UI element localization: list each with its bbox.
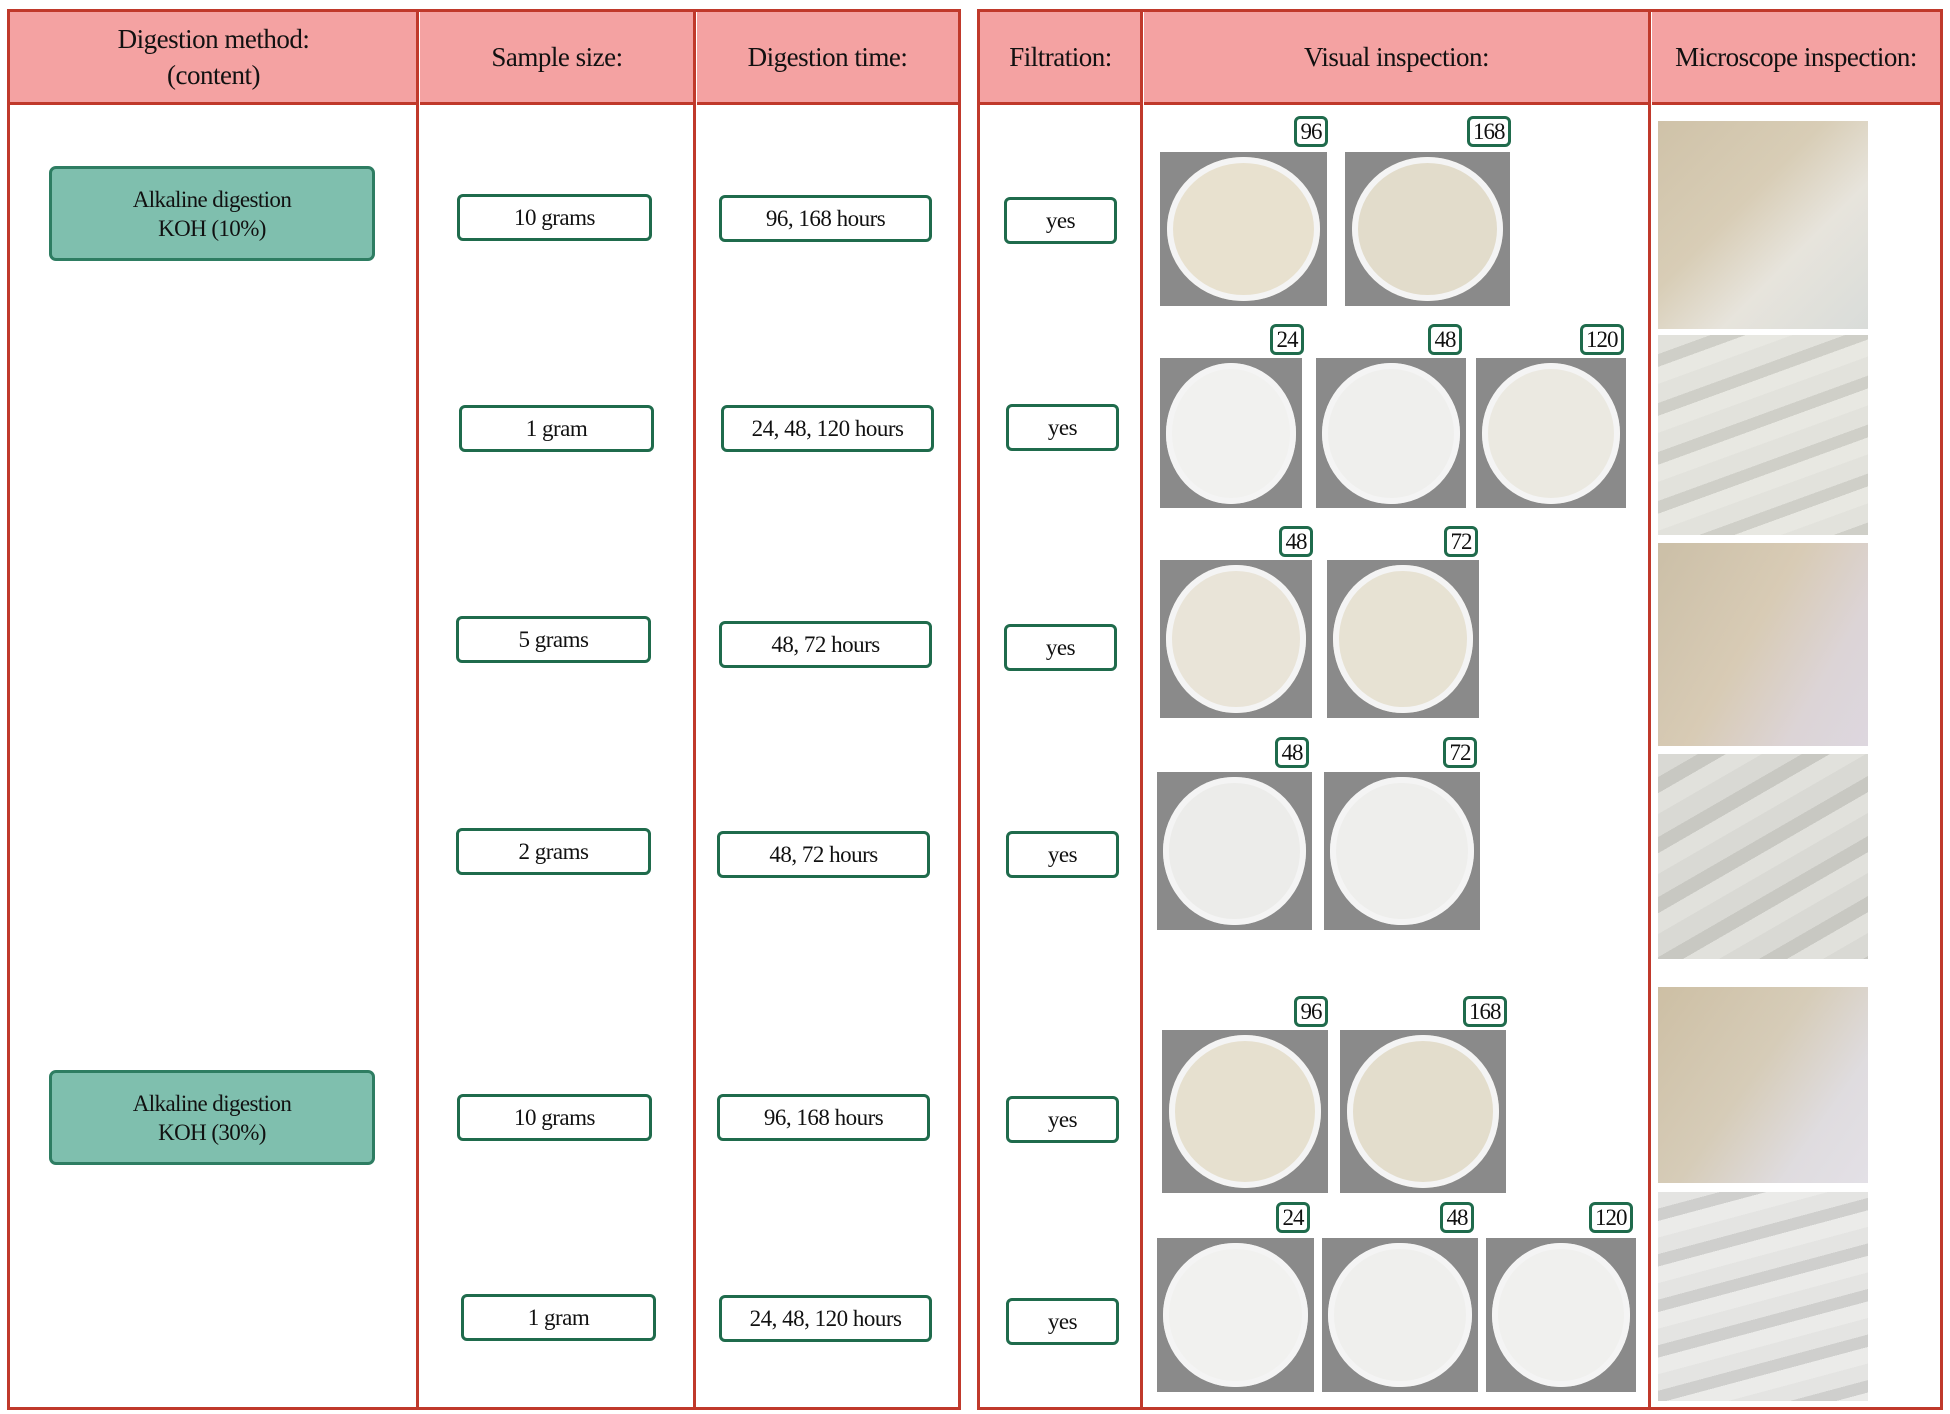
sample-size-pill: 5 grams — [456, 616, 651, 663]
header-digestion-time: Digestion time: — [697, 12, 958, 105]
left-divider-2 — [693, 12, 696, 1407]
header-visual-inspection: Visual inspection: — [1144, 12, 1649, 105]
filtration-pill: yes — [1006, 831, 1119, 878]
sample-size-pill: 10 grams — [457, 1094, 652, 1141]
filtration-pill: yes — [1006, 1096, 1119, 1143]
time-tag: 72 — [1443, 737, 1477, 768]
microscope-image — [1658, 987, 1868, 1183]
filter-photo — [1340, 1030, 1506, 1193]
left-divider-1 — [416, 12, 419, 1407]
time-tag: 96 — [1294, 116, 1328, 147]
time-tag: 120 — [1580, 324, 1624, 355]
header-method-line1: Digestion method: — [117, 24, 310, 54]
method-line1: Alkaline digestion — [132, 186, 292, 212]
digestion-time-pill: 96, 168 hours — [717, 1094, 930, 1141]
filter-photo — [1486, 1238, 1636, 1392]
method-box-koh-30: Alkaline digestion KOH (30%) — [49, 1070, 375, 1165]
filter-photo — [1316, 358, 1466, 508]
digestion-time-pill: 24, 48, 120 hours — [719, 1295, 932, 1342]
filter-photo — [1160, 560, 1312, 718]
filter-photo — [1476, 358, 1626, 508]
header-method-line2: (content) — [167, 60, 260, 90]
header-sample-size: Sample size: — [420, 12, 694, 105]
method-line1: Alkaline digestion — [132, 1090, 292, 1116]
header-filtration: Filtration: — [980, 12, 1141, 105]
digestion-time-pill: 24, 48, 120 hours — [721, 405, 934, 452]
header-microscope-label: Microscope inspection: — [1675, 42, 1917, 72]
sample-size-pill: 10 grams — [457, 194, 652, 241]
header-digestion-method: Digestion method: (content) — [10, 12, 417, 105]
microscope-image — [1658, 335, 1868, 535]
time-tag: 24 — [1276, 1202, 1310, 1233]
time-tag: 168 — [1463, 996, 1507, 1027]
time-tag: 48 — [1279, 526, 1313, 557]
microscope-image — [1658, 543, 1868, 746]
filtration-pill: yes — [1006, 404, 1119, 451]
sample-size-pill: 2 grams — [456, 828, 651, 875]
header-visual-label: Visual inspection: — [1303, 42, 1490, 72]
microscope-image — [1658, 1192, 1868, 1401]
microscope-image — [1658, 754, 1868, 959]
filter-photo — [1157, 1238, 1314, 1392]
digestion-time-pill: 96, 168 hours — [719, 195, 932, 242]
digestion-time-pill: 48, 72 hours — [719, 621, 932, 668]
method-box-koh-10: Alkaline digestion KOH (10%) — [49, 166, 375, 261]
header-filtration-label: Filtration: — [1009, 42, 1112, 72]
microscope-image — [1658, 121, 1868, 329]
time-tag: 120 — [1589, 1202, 1633, 1233]
sample-size-pill: 1 gram — [459, 405, 654, 452]
filtration-pill: yes — [1006, 1298, 1119, 1345]
time-tag: 24 — [1270, 324, 1304, 355]
digestion-time-pill: 48, 72 hours — [717, 831, 930, 878]
filtration-pill: yes — [1004, 197, 1117, 244]
time-tag: 48 — [1440, 1202, 1474, 1233]
time-tag: 96 — [1294, 996, 1328, 1027]
filter-photo — [1160, 358, 1302, 508]
filter-photo — [1345, 152, 1510, 306]
filter-photo — [1327, 560, 1479, 718]
filter-photo — [1324, 772, 1480, 930]
time-tag: 48 — [1428, 324, 1462, 355]
method-line2: KOH (10%) — [158, 215, 266, 241]
sample-size-pill: 1 gram — [461, 1294, 656, 1341]
filter-photo — [1157, 772, 1312, 930]
time-tag: 72 — [1444, 526, 1478, 557]
filter-photo — [1160, 152, 1327, 306]
header-sample-label: Sample size: — [491, 42, 623, 72]
header-time-label: Digestion time: — [747, 42, 908, 72]
time-tag: 48 — [1275, 737, 1309, 768]
header-microscope-inspection: Microscope inspection: — [1652, 12, 1940, 105]
filtration-pill: yes — [1004, 624, 1117, 671]
filter-photo — [1162, 1030, 1328, 1193]
right-divider-2 — [1648, 12, 1651, 1407]
time-tag: 168 — [1467, 116, 1511, 147]
method-line2: KOH (30%) — [158, 1119, 266, 1145]
filter-photo — [1322, 1238, 1478, 1392]
right-divider-1 — [1140, 12, 1143, 1407]
